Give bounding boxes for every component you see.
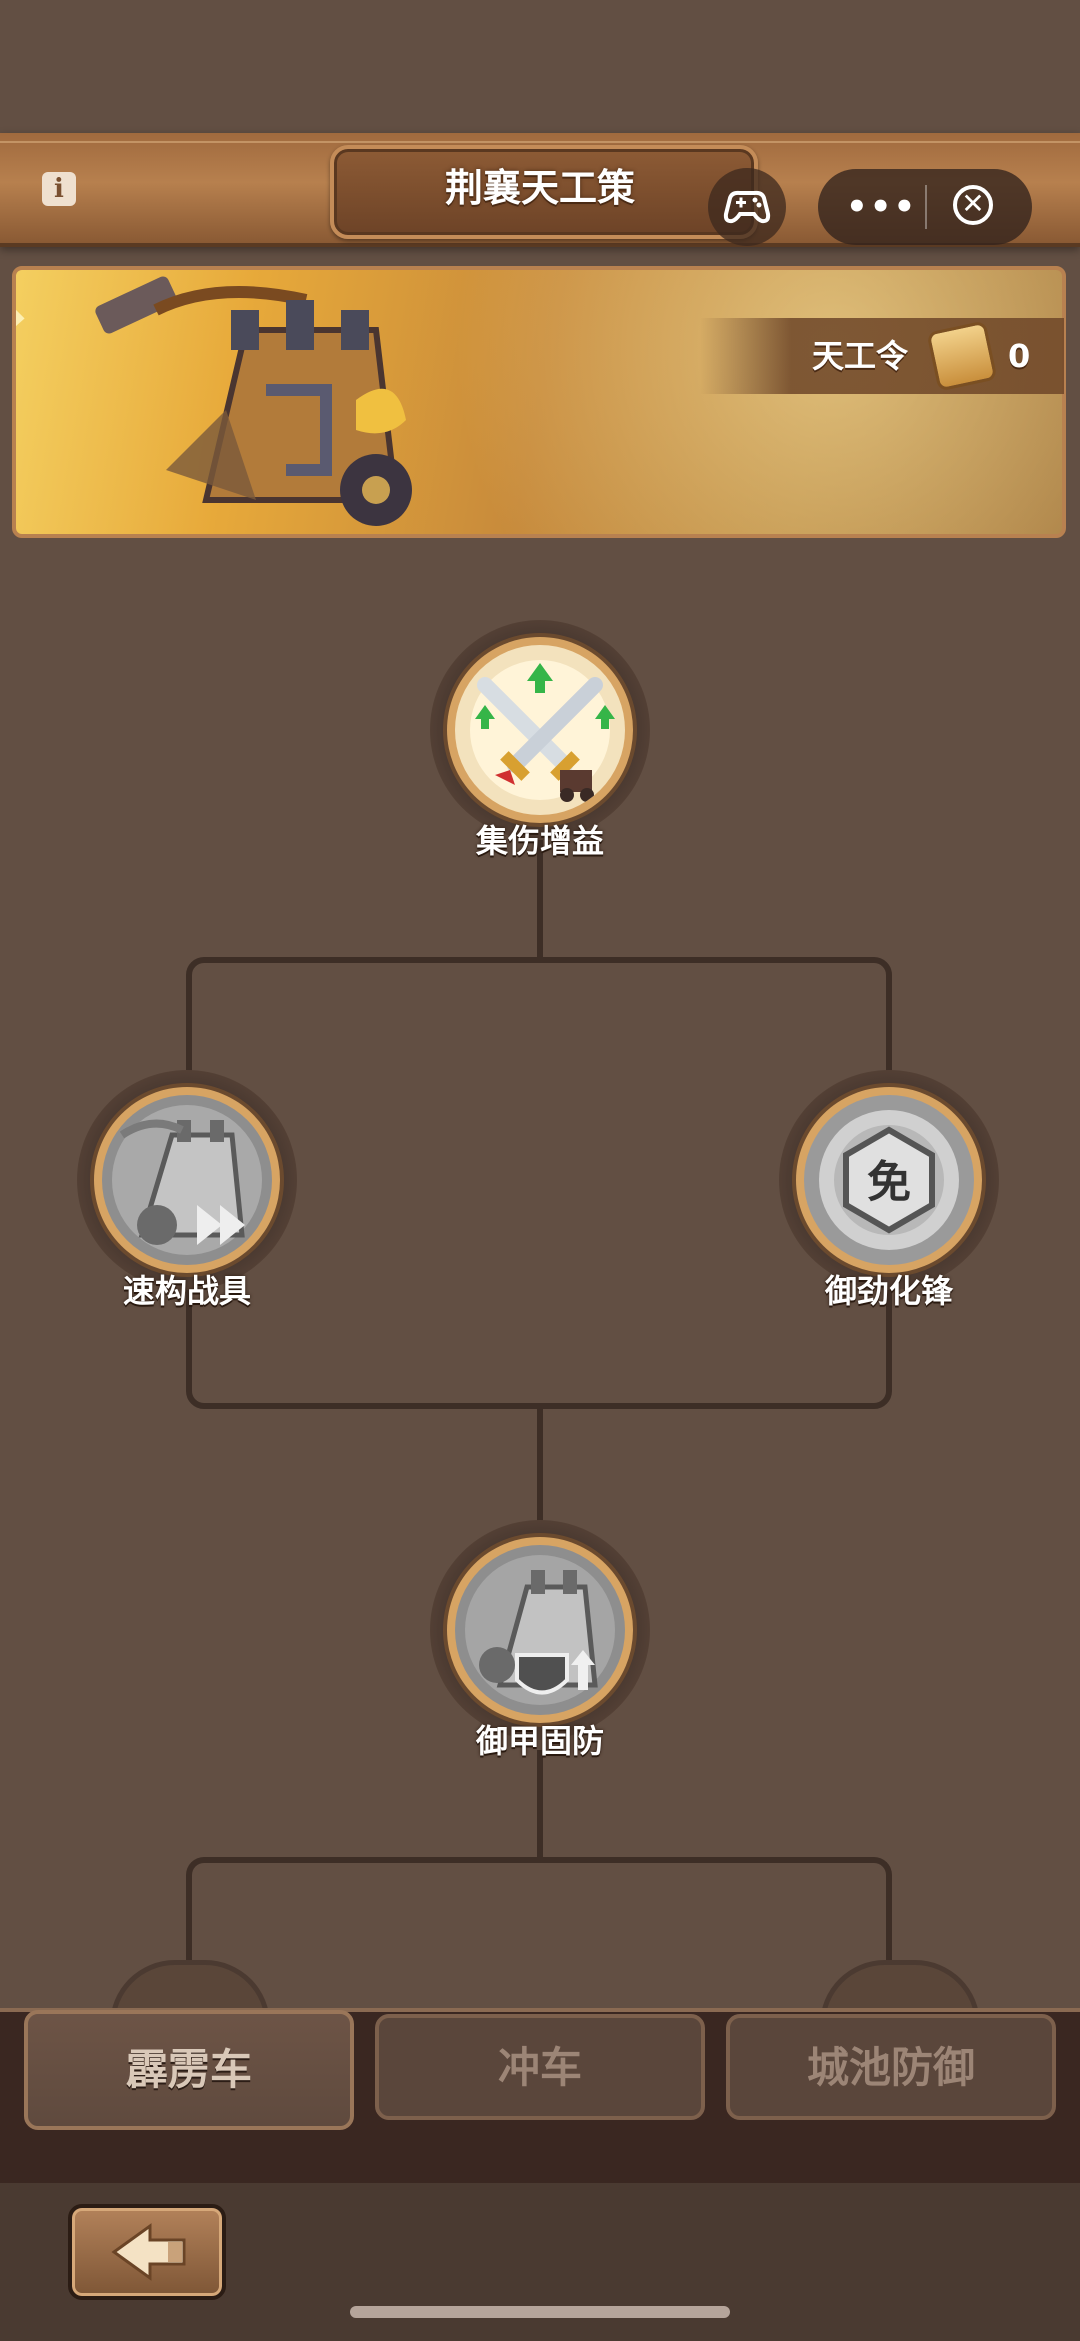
currency-bar: [700, 318, 1064, 394]
tree-node-sugou[interactable]: 速构战具: [72, 1065, 302, 1310]
more-dots-icon[interactable]: •••: [846, 187, 918, 227]
currency-label: 天工令: [812, 337, 909, 375]
tree-connector: [537, 1750, 543, 1860]
currency-value: 0: [1008, 337, 1031, 375]
home-indicator: [350, 2306, 730, 2318]
tree-connector: [537, 840, 543, 960]
hero-banner: [12, 266, 1066, 538]
tree-node-yujin[interactable]: 免 御劲化锋: [774, 1065, 1004, 1310]
catapult-speed-icon: [102, 1095, 272, 1265]
back-arrow-icon: [111, 2223, 186, 2281]
tree-node-jishang[interactable]: 集伤增益: [425, 615, 655, 860]
page-title: 荆襄天工策: [444, 166, 635, 210]
node-label: 御劲化锋: [824, 1272, 953, 1310]
tab-pili-che[interactable]: 霹雳车: [24, 2010, 354, 2130]
immune-shield-icon: 免: [804, 1095, 974, 1265]
node-label: 速构战具: [122, 1272, 251, 1310]
gamepad-icon[interactable]: [708, 168, 786, 246]
info-icon[interactable]: i: [42, 172, 76, 206]
tree-branch-frame: [186, 1857, 892, 2017]
crossed-swords-icon: [455, 645, 625, 815]
svg-text:免: 免: [867, 1157, 911, 1208]
tab-chong-che[interactable]: 冲车: [375, 2014, 705, 2120]
catapult-defense-icon: [455, 1545, 625, 1715]
node-label: 御甲固防: [475, 1722, 604, 1760]
tree-node-yujia[interactable]: 御甲固防: [425, 1515, 655, 1760]
tab-chengchi-fangyu[interactable]: 城池防御: [726, 2014, 1056, 2120]
tiangong-token-icon: [926, 320, 998, 392]
tree-connector: [537, 1406, 543, 1536]
catapult-illustration-icon: [95, 276, 412, 526]
back-button[interactable]: [68, 2204, 226, 2300]
mini-program-capsule: [818, 169, 1032, 245]
close-circle-icon[interactable]: ✕: [953, 185, 993, 225]
capsule-divider: [925, 185, 927, 229]
title-plaque: [330, 145, 758, 239]
node-label: 集伤增益: [475, 822, 604, 860]
tab-bar-divider: [0, 2008, 1080, 2012]
